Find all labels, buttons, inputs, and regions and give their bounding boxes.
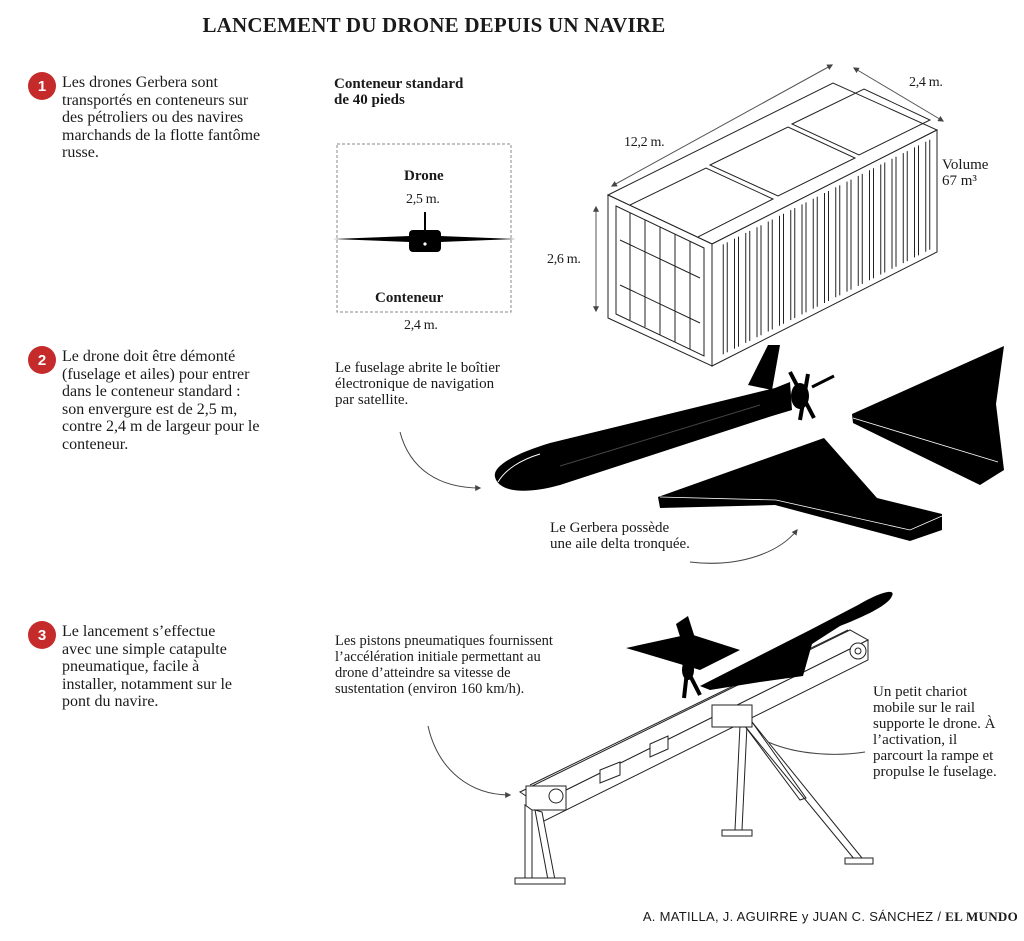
- front-view-container-label: Conteneur: [375, 290, 444, 306]
- step-1-badge: 1: [28, 72, 56, 100]
- pistons-annotation: Les pistons pneumatiques fournissent l’a…: [335, 633, 553, 697]
- container-height: 2,6 m.: [547, 252, 581, 267]
- drone-fuselage: [494, 345, 835, 491]
- front-view-drone-label: Drone: [404, 168, 444, 184]
- drone-on-catapult: [626, 591, 893, 699]
- wing-annotation: Le Gerbera possède une aile delta tronqu…: [550, 520, 690, 552]
- leader-arrows: [399, 431, 866, 798]
- step-3: 3 Le lancement s’effectue avec une simpl…: [28, 621, 263, 711]
- container-dimensions: [593, 64, 945, 313]
- front-view-container-width: 2,4 m.: [404, 318, 438, 333]
- credit-authors: A. MATILLA, J. AGUIRRE y JUAN C. SÁNCHEZ…: [642, 909, 942, 924]
- chariot-annotation: Un petit chariot mobile sur le rail supp…: [873, 684, 997, 780]
- step-3-badge: 3: [28, 621, 56, 649]
- shipping-container: [606, 82, 939, 367]
- front-view-drone-span: 2,5 m.: [406, 192, 440, 207]
- container-width: 2,4 m.: [909, 75, 943, 90]
- container-volume: Volume 67 m³: [942, 157, 989, 189]
- page-title: LANCEMENT DU DRONE DEPUIS UN NAVIRE: [202, 13, 666, 37]
- container-length: 12,2 m.: [624, 135, 665, 150]
- step-2-badge: 2: [28, 346, 56, 374]
- front-view-diagram: [333, 143, 516, 313]
- credit-outlet: EL MUNDO: [945, 909, 1018, 924]
- step-1: 1 Les drones Gerbera sont transportés en…: [28, 72, 263, 162]
- drone-wing-left: [658, 438, 943, 541]
- drone-wing-right: [852, 346, 1004, 485]
- step-3-text: Le lancement s’effectue avec une simple …: [62, 623, 232, 710]
- step-1-text: Les drones Gerbera sont transportés en c…: [62, 74, 261, 161]
- step-2: 2 Le drone doit être démonté (fuselage e…: [28, 346, 263, 453]
- container-heading: Conteneur standard de 40 pieds: [334, 76, 464, 108]
- fuselage-annotation: Le fuselage abrite le boîtier électroniq…: [335, 360, 500, 408]
- step-2-text: Le drone doit être démonté (fuselage et …: [62, 348, 260, 453]
- credit: A. MATILLA, J. AGUIRRE y JUAN C. SÁNCHEZ…: [643, 909, 1018, 925]
